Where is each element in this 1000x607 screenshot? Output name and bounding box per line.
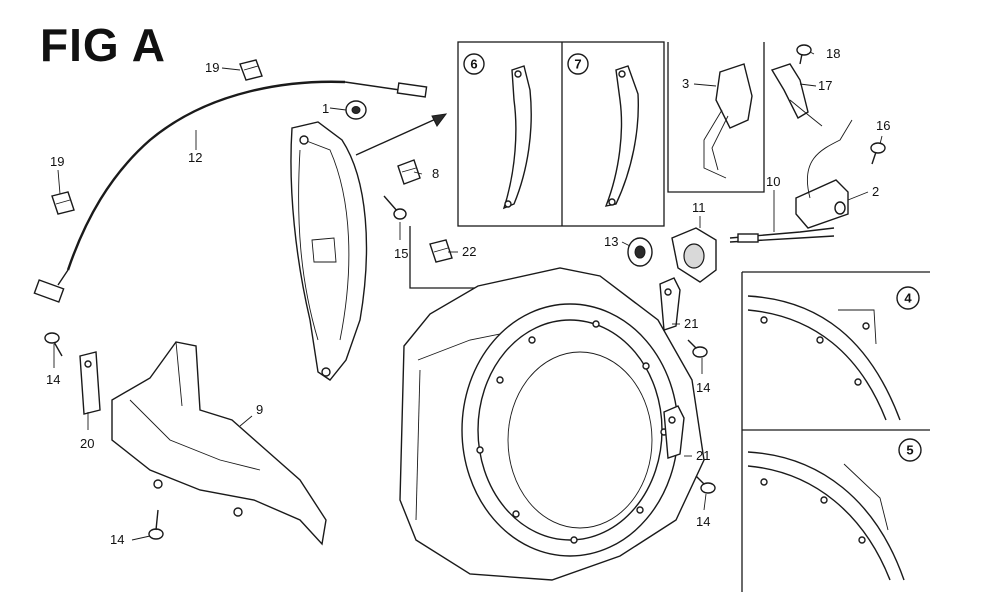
detail-arrow bbox=[355, 113, 448, 156]
bolt-part-15 bbox=[383, 195, 407, 220]
lower-shroud-part-9 bbox=[111, 341, 327, 546]
air-guide-variant-7 bbox=[604, 65, 639, 207]
inset-number-4: 4 bbox=[896, 286, 920, 310]
callout-11: 11 bbox=[692, 200, 706, 215]
bolt-part-14-c bbox=[44, 332, 63, 357]
cable-clip-part-19-left bbox=[51, 191, 75, 215]
callout-19-top: 19 bbox=[205, 60, 219, 75]
callout-1: 1 bbox=[322, 101, 329, 116]
callout-2: 2 bbox=[872, 184, 879, 199]
ignition-inset-panel bbox=[667, 42, 765, 193]
bracket-part-21-lower bbox=[663, 405, 685, 459]
callout-3: 3 bbox=[682, 76, 689, 91]
clip-inset-part-22 bbox=[409, 226, 486, 289]
inset-number-7: 7 bbox=[567, 53, 589, 75]
callout-16: 16 bbox=[876, 118, 890, 133]
callout-18: 18 bbox=[826, 46, 840, 61]
callout-10: 10 bbox=[766, 174, 780, 189]
svg-text:6: 6 bbox=[470, 57, 477, 72]
callout-13: 13 bbox=[604, 234, 618, 249]
housing-detail-5 bbox=[747, 451, 905, 581]
leader-lines bbox=[53, 51, 883, 541]
nut-part-1 bbox=[345, 100, 367, 120]
callout-20: 20 bbox=[80, 436, 94, 451]
figure-title: FIG A bbox=[40, 19, 166, 71]
housing-detail-4 bbox=[747, 295, 901, 421]
callout-21-upper: 21 bbox=[684, 316, 698, 331]
bracket-part-21-upper bbox=[659, 277, 681, 331]
callout-14-right-lower: 14 bbox=[696, 514, 710, 529]
callout-8: 8 bbox=[432, 166, 439, 181]
callout-14-left-upper: 14 bbox=[46, 372, 60, 387]
svg-text:4: 4 bbox=[904, 291, 912, 306]
inset-number-5: 5 bbox=[898, 438, 922, 462]
inset-panel-6-7 bbox=[457, 41, 665, 227]
control-cable-part-12 bbox=[33, 80, 428, 303]
bolt-part-14-b bbox=[695, 475, 716, 494]
screw-part-18 bbox=[796, 44, 812, 65]
callout-15: 15 bbox=[394, 246, 408, 261]
callout-17: 17 bbox=[818, 78, 832, 93]
grommet-part-11 bbox=[671, 227, 717, 283]
callout-19-left: 19 bbox=[50, 154, 64, 169]
fan-cover-housing bbox=[399, 267, 705, 581]
ignition-module-part-3 bbox=[703, 63, 753, 179]
bushing-part-13 bbox=[627, 237, 653, 267]
air-guide-plate bbox=[290, 121, 368, 381]
callout-12: 12 bbox=[188, 150, 202, 165]
callout-9: 9 bbox=[256, 402, 263, 417]
clip-part-8 bbox=[397, 159, 421, 185]
stop-switch-part-2 bbox=[795, 119, 853, 229]
bolt-part-14-a bbox=[687, 339, 708, 358]
inset-panel-4-5 bbox=[741, 271, 930, 592]
bolt-part-14-d bbox=[148, 509, 164, 540]
callout-14-right-upper: 14 bbox=[696, 380, 710, 395]
air-guide-variant-6 bbox=[502, 65, 532, 210]
callout-labels: 19 1 12 19 8 15 22 3 18 17 16 2 10 11 13… bbox=[46, 46, 890, 547]
svg-text:5: 5 bbox=[906, 443, 913, 458]
screw-part-16 bbox=[870, 142, 886, 165]
wire-harness-part-10 bbox=[729, 227, 835, 243]
callout-21-lower: 21 bbox=[696, 448, 710, 463]
cable-clip-part-19-top bbox=[239, 59, 263, 81]
svg-text:7: 7 bbox=[574, 57, 581, 72]
inset-number-6: 6 bbox=[463, 53, 485, 75]
callout-14-left-lower: 14 bbox=[110, 532, 124, 547]
bracket-part-20 bbox=[79, 351, 101, 415]
callout-22: 22 bbox=[462, 244, 476, 259]
bracket-part-17 bbox=[770, 63, 823, 127]
